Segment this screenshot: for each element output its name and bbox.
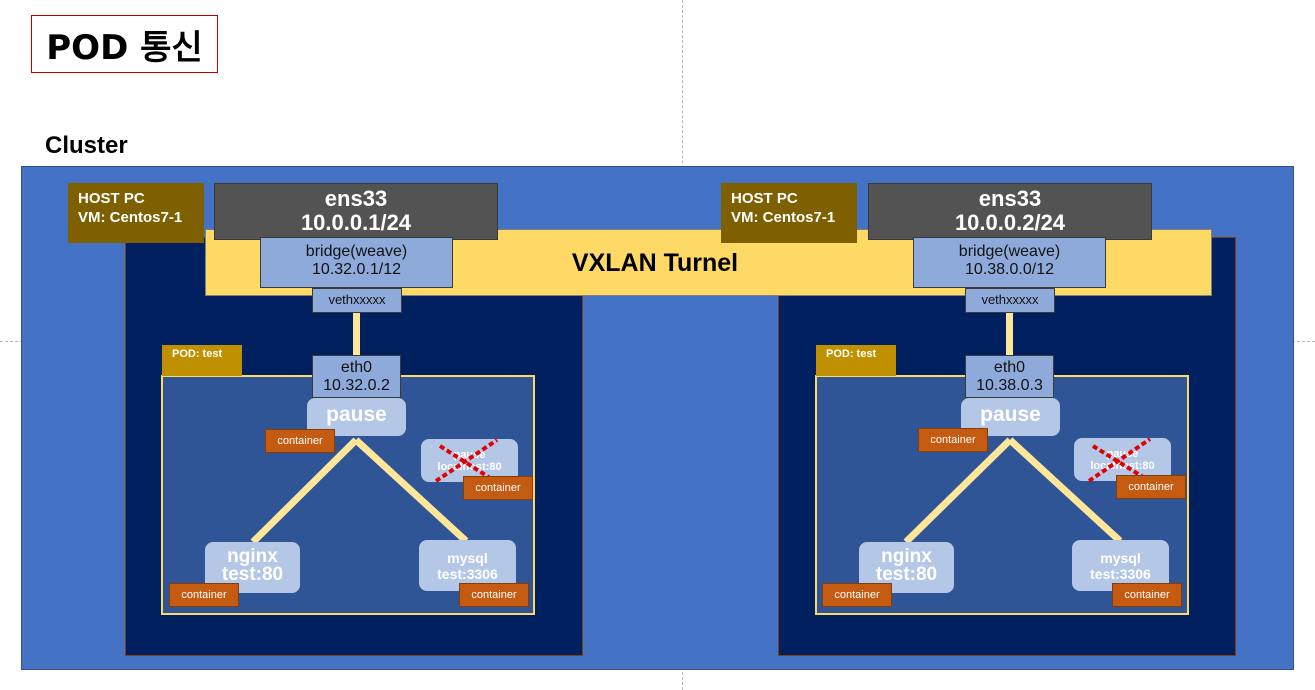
host-2-ens-name: ens33	[978, 186, 1042, 211]
host-2-pause-nginx-line	[903, 437, 1013, 545]
host-1-nginx-line2: test:80	[221, 564, 284, 585]
host-2-pod-tag: POD: test	[816, 345, 896, 376]
host-2-mysql-line1: mysql	[1100, 550, 1141, 566]
host-1-nginx-line1: nginx	[227, 546, 278, 567]
host-2-bridge-ip: 10.38.0.0/12	[965, 261, 1054, 278]
host-2-eth-name: eth0	[993, 359, 1026, 376]
host-2-eth-ip: 10.38.0.3	[976, 377, 1043, 394]
host-1-nginx-container: nginx test:80	[205, 542, 300, 593]
host-1-pause-nginx-line	[250, 437, 359, 545]
host-1-pc-label: HOST PC VM: Centos7-1	[68, 183, 204, 243]
host-2-cross-line-a	[1087, 437, 1152, 483]
host-1-container-tag-pause: container	[265, 429, 335, 453]
host-1-pc-line1: HOST PC	[78, 190, 145, 207]
host-2-mysql-line2: test:3306	[1090, 566, 1151, 582]
host-2-container-tag-nginx: container	[822, 583, 892, 607]
host-1-pc-line2: VM: Centos7-1	[78, 209, 183, 226]
host-2-ens-ip: 10.0.0.2/24	[954, 210, 1066, 235]
host-1-mysql-line1: mysql	[447, 550, 488, 566]
host-1-eth-name: eth0	[340, 359, 373, 376]
host-2-eth0: eth0 10.38.0.3	[965, 355, 1054, 398]
host-2-veth-eth-link	[1006, 313, 1013, 355]
host-1-ens33-interface: ens33 10.0.0.1/24	[214, 183, 498, 240]
host-2-mysql-container: mysql test:3306	[1072, 540, 1169, 591]
vxlan-label: VXLAN Turnel	[571, 249, 739, 277]
page-title: POD 통신	[31, 15, 218, 73]
host-2-ens33-interface: ens33 10.0.0.2/24	[868, 183, 1152, 240]
host-2-cross-line-b	[1091, 444, 1145, 479]
host-2-pc-line2: VM: Centos7-1	[731, 209, 836, 226]
host-1-ens-ip: 10.0.0.1/24	[300, 210, 412, 235]
host-2-container-tag-pause: container	[918, 428, 988, 452]
host-1-cross-line-a	[434, 438, 499, 483]
host-1-bridge: bridge(weave) 10.32.0.1/12	[260, 237, 453, 288]
host-1-veth: vethxxxxx	[312, 288, 402, 313]
host-2-pause-mysql-line	[1007, 437, 1123, 544]
host-1-ens-name: ens33	[324, 186, 388, 211]
host-2-container-tag-mysql: container	[1112, 583, 1182, 607]
host-1-eth-ip: 10.32.0.2	[323, 377, 390, 394]
host-2-bridge: bridge(weave) 10.38.0.0/12	[913, 237, 1106, 288]
host-1-cross-line-b	[438, 444, 492, 480]
cluster-label: Cluster	[45, 132, 128, 159]
host-2-nginx-line1: nginx	[881, 546, 932, 567]
host-1-container-tag-small: container	[463, 476, 533, 500]
host-2-nginx-line2: test:80	[875, 564, 938, 585]
host-1-pause-mysql-line	[353, 437, 469, 544]
host-1-container-tag-nginx: container	[169, 583, 239, 607]
host-2-bridge-name: bridge(weave)	[958, 243, 1061, 260]
host-2-veth: vethxxxxx	[965, 288, 1055, 313]
host-2-pause-container: pause	[961, 398, 1060, 436]
host-2-pc-line1: HOST PC	[731, 190, 798, 207]
host-1-bridge-name: bridge(weave)	[305, 243, 408, 260]
host-1-mysql-container: mysql test:3306	[419, 540, 516, 591]
host-2-pc-label: HOST PC VM: Centos7-1	[721, 183, 857, 243]
host-1-eth0: eth0 10.32.0.2	[312, 355, 401, 398]
host-2-container-tag-small: container	[1116, 475, 1186, 499]
host-1-pod-tag: POD: test	[162, 345, 242, 376]
host-1-container-tag-mysql: container	[459, 583, 529, 607]
host-1-mysql-line2: test:3306	[437, 566, 498, 582]
host-1-veth-eth-link	[353, 313, 360, 355]
host-1-bridge-ip: 10.32.0.1/12	[312, 261, 401, 278]
